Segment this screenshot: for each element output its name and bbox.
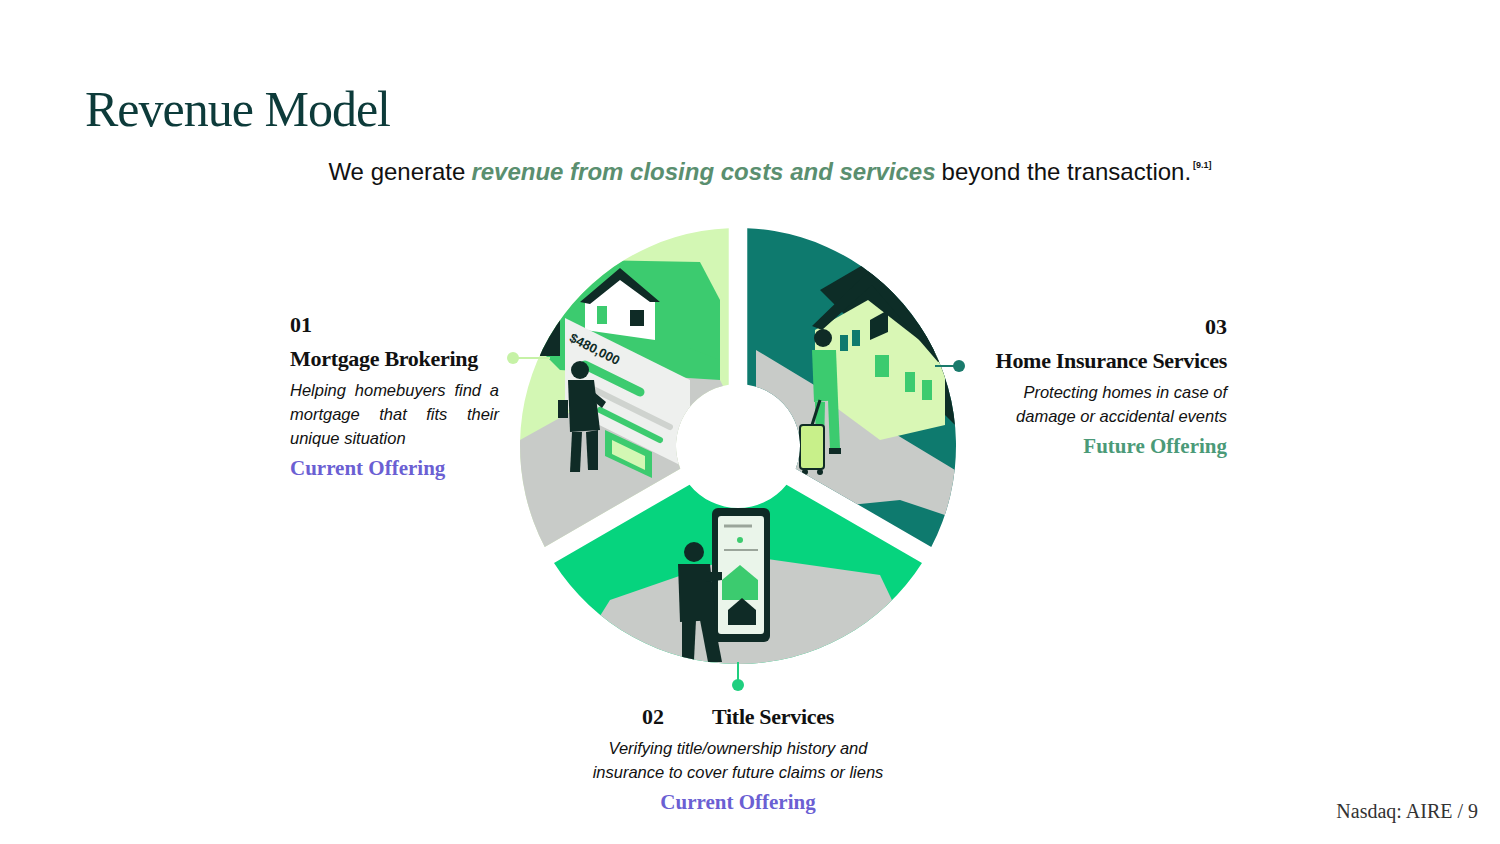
subtitle: We generaterevenue from closing costs an… [0,158,1500,186]
offering-status: Current Offering [290,456,499,481]
service-description: Protecting homes in case of damage or ac… [992,380,1227,428]
service-node: 01Mortgage BrokeringHelping homebuyers f… [290,312,499,481]
service-name: Home Insurance Services [992,348,1227,374]
callout-number: 01 [290,312,499,338]
subtitle-text: We generate [328,158,465,185]
subtitle-text: beyond the transaction. [942,158,1192,185]
slide-title: Revenue Model [85,80,390,138]
offering-status: Current Offering [571,790,905,815]
title-illustration [540,480,940,680]
page-footer: Nasdaq: AIRE / 9 [1336,800,1478,823]
leader-dot [732,679,744,691]
offering-status: Future Offering [992,434,1227,459]
service-node: 02 Title ServicesVerifying title/ownershi… [571,704,905,815]
subtitle-emphasis: revenue from closing costs and services [471,158,935,185]
service-description: Helping homebuyers find a mortgage that … [290,378,499,450]
service-name: Mortgage Brokering [290,346,499,372]
callout-number: 03 [992,314,1227,340]
service-node: 03Home Insurance ServicesProtecting home… [992,314,1227,459]
callout-number: 02 [642,704,664,730]
leader-dot [953,360,965,372]
service-name: Title Services [712,704,834,730]
footnote-ref: [9.1] [1193,160,1212,170]
leader-dot [507,352,519,364]
service-description: Verifying title/ownership history and in… [571,736,905,784]
